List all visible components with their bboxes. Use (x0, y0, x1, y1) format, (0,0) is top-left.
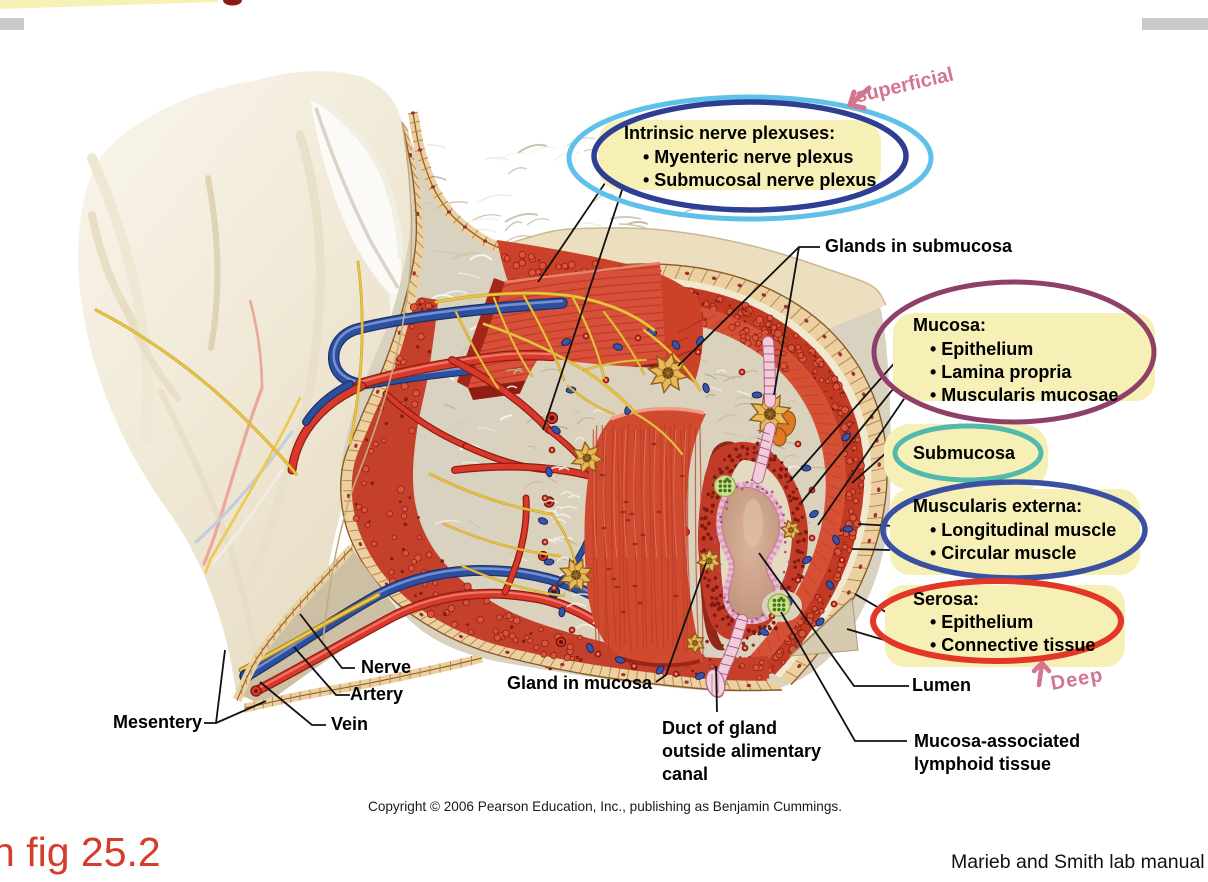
svg-text:Mucosa-associated: Mucosa-associated (914, 731, 1080, 751)
svg-text:• Muscularis mucosae: • Muscularis mucosae (930, 385, 1118, 405)
svg-text:Artery: Artery (350, 684, 403, 704)
svg-text:Vein: Vein (331, 714, 368, 734)
svg-text:• Longitudinal muscle: • Longitudinal muscle (930, 520, 1116, 540)
svg-text:Muscularis externa:: Muscularis externa: (913, 496, 1082, 516)
svg-text:• Myenteric nerve plexus: • Myenteric nerve plexus (643, 147, 853, 167)
svg-text:lymphoid tissue: lymphoid tissue (914, 754, 1051, 774)
svg-text:Copyright © 2006 Pearson Educa: Copyright © 2006 Pearson Education, Inc.… (368, 799, 842, 814)
svg-text:• Circular muscle: • Circular muscle (930, 543, 1076, 563)
svg-text:outside alimentary: outside alimentary (662, 741, 821, 761)
svg-text:canal: canal (662, 764, 708, 784)
svg-text:n fig 25.2: n fig 25.2 (0, 829, 161, 875)
svg-text:• Submucosal nerve plexus: • Submucosal nerve plexus (643, 170, 876, 190)
svg-text:Intrinsic nerve plexuses:: Intrinsic nerve plexuses: (624, 123, 835, 143)
svg-text:• Epithelium: • Epithelium (930, 339, 1033, 359)
svg-text:Mesentery: Mesentery (113, 712, 202, 732)
svg-text:Glands in submucosa: Glands in submucosa (825, 236, 1013, 256)
svg-text:Mucosa:: Mucosa: (913, 315, 986, 335)
svg-text:Nerve: Nerve (361, 657, 411, 677)
svg-text:• Epithelium: • Epithelium (930, 612, 1033, 632)
svg-text:• Lamina propria: • Lamina propria (930, 362, 1072, 382)
svg-text:Submucosa: Submucosa (913, 443, 1016, 463)
svg-text:Duct of gland: Duct of gland (662, 718, 777, 738)
svg-text:Marieb and Smith lab manual: Marieb and Smith lab manual (951, 851, 1205, 873)
svg-text:Gland in mucosa: Gland in mucosa (507, 673, 653, 693)
svg-text:Lumen: Lumen (912, 675, 971, 695)
svg-text:• Connective tissue: • Connective tissue (930, 635, 1095, 655)
svg-text:Serosa:: Serosa: (913, 589, 979, 609)
